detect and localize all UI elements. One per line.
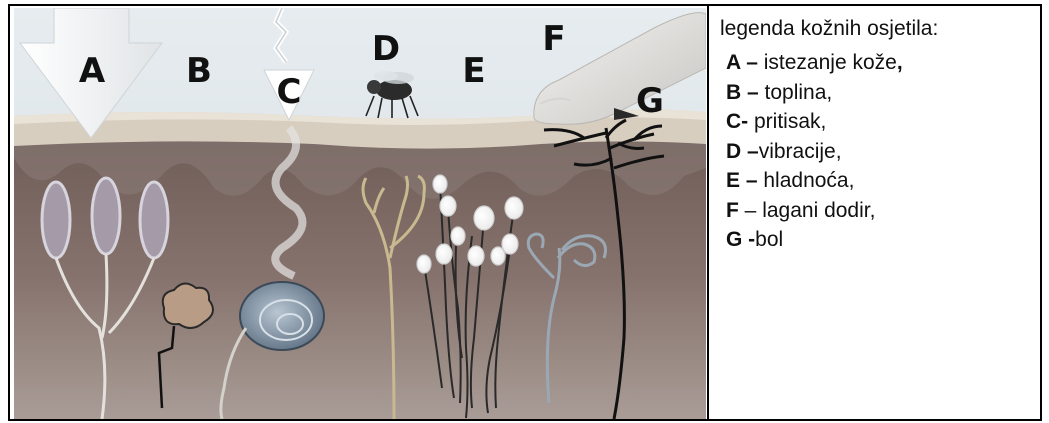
- legend-text: vibracije: [759, 140, 836, 163]
- legend-sep: -: [741, 110, 754, 133]
- label-c: C: [277, 72, 302, 112]
- label-g: G: [636, 81, 664, 121]
- legend-item-e: E – hladnoća,: [726, 166, 1030, 196]
- table-divider: [707, 4, 709, 421]
- legend-key: E: [726, 169, 740, 192]
- legend-key: D: [726, 140, 741, 163]
- legend-item-b: B – toplina,: [726, 78, 1030, 108]
- legend-item-a: A – istezanje kože,: [726, 48, 1030, 78]
- legend-text: istezanje kože: [764, 51, 897, 74]
- label-b: B: [186, 51, 212, 91]
- label-f: F: [542, 19, 565, 59]
- legend-sep: –: [739, 199, 762, 222]
- legend-item-f: F – lagani dodir,: [726, 196, 1030, 226]
- legend-text: pritisak: [754, 110, 821, 133]
- legend-item-c: C- pritisak,: [726, 107, 1030, 137]
- label-a: A: [79, 51, 106, 91]
- legend-key: G: [726, 228, 742, 251]
- label-e: E: [462, 51, 485, 91]
- legend-key: B: [726, 81, 741, 104]
- legend-key: C: [726, 110, 741, 133]
- legend-text: bol: [755, 228, 783, 251]
- legend-text: toplina: [765, 81, 827, 104]
- legend-sep: –: [740, 169, 763, 192]
- legend-sep: -: [742, 228, 755, 251]
- legend-trail: ,: [897, 51, 903, 74]
- legend-trail: ,: [870, 199, 876, 222]
- legend-sep: –: [740, 51, 763, 74]
- legend-trail: ,: [821, 110, 827, 133]
- legend-sep: –: [741, 81, 764, 104]
- legend-list: A – istezanje kože, B – toplina, C- prit…: [720, 48, 1030, 255]
- legend-trail: ,: [849, 169, 855, 192]
- label-d: D: [372, 29, 400, 69]
- legend-title: legenda kožnih osjetila:: [720, 14, 1030, 44]
- legend-item-g: G -bol: [726, 225, 1030, 255]
- legend-trail: ,: [836, 140, 842, 163]
- legend-key: A: [726, 51, 740, 74]
- legend-panel: legenda kožnih osjetila: A – istezanje k…: [720, 14, 1030, 255]
- legend-text: hladnoća: [763, 169, 848, 192]
- legend-sep: –: [741, 140, 759, 163]
- legend-trail: ,: [826, 81, 832, 104]
- legend-key: F: [726, 199, 739, 222]
- legend-text: lagani dodir: [762, 199, 869, 222]
- legend-item-d: D –vibracije,: [726, 137, 1030, 167]
- skin-diagram: A B C D E F G: [14, 8, 706, 419]
